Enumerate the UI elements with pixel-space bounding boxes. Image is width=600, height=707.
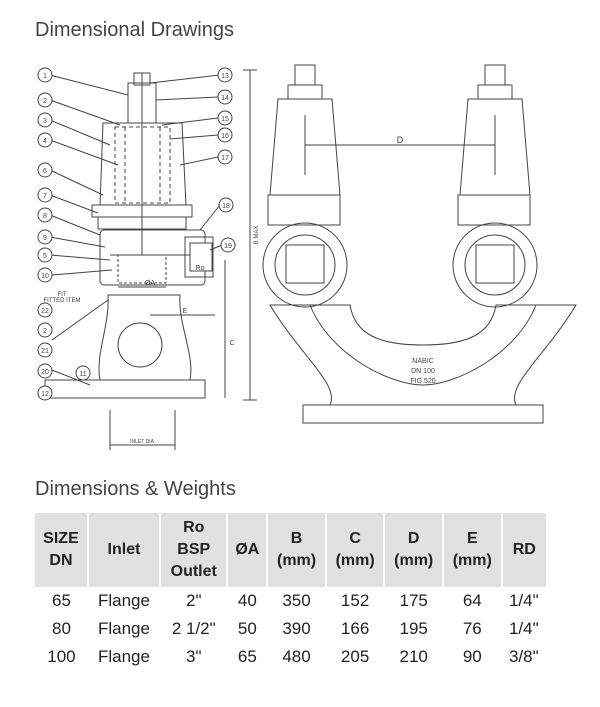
- callout-label: 12: [41, 391, 49, 398]
- table-cell: 90: [462, 647, 482, 666]
- dim-b-max-label: B MAX: [254, 226, 260, 245]
- callout-label: 21: [41, 348, 49, 355]
- callout-label: 3: [43, 118, 47, 125]
- table-cell: 40: [237, 591, 257, 610]
- callout-label: 15: [221, 116, 229, 123]
- callout-label: 2: [43, 328, 47, 335]
- table-cell: 210: [399, 647, 428, 666]
- callout-label: 16: [221, 133, 229, 140]
- table-cell: 205: [340, 647, 370, 666]
- callout-label: 14: [221, 95, 229, 102]
- section-heading-weights: Dimensions & Weights: [35, 478, 236, 500]
- callout-label: 19: [224, 243, 232, 250]
- table-cell: 50: [237, 619, 257, 638]
- callout-label: 1: [43, 73, 47, 80]
- table-cell: 390: [282, 619, 311, 638]
- table-cell: Flange: [97, 591, 150, 610]
- callout-label: 9: [43, 235, 47, 242]
- dimensions-table: SIZE DN Inlet Ro BSP Outlet ØA B (mm) C …: [35, 513, 546, 671]
- callout-label: 4: [43, 138, 47, 145]
- table-header-row: SIZE DN Inlet Ro BSP Outlet ØA B (mm) C …: [35, 513, 546, 587]
- col-c: C (mm): [325, 513, 386, 587]
- table-cell: 2 1/2": [171, 619, 216, 638]
- table-row: 80 Flange 2 1/2" 50 390 166 195 76 1/4": [35, 615, 546, 643]
- callout-label: 20: [41, 369, 49, 376]
- table-cell: 65: [52, 591, 71, 610]
- col-b: B (mm): [267, 513, 327, 587]
- front-elevation: [262, 64, 577, 424]
- callout-label: 6: [43, 168, 47, 175]
- table-cell: 2": [185, 591, 202, 610]
- col-size-dn: SIZE DN: [35, 513, 89, 587]
- table-row: 65 Flange 2" 40 350 152 175 64 1/4": [35, 587, 546, 615]
- inlet-dia-label: INLET DIA: [130, 439, 154, 445]
- col-e: E (mm): [442, 513, 503, 587]
- table-cell: 175: [399, 591, 428, 610]
- table-cell: 350: [282, 591, 311, 610]
- col-inlet: Inlet: [87, 513, 162, 587]
- dimensional-drawing: 1 2 3 4 6 7 8 9 5 10 22 2 21 20 12 13 14…: [0, 55, 600, 465]
- dim-e-label: E: [183, 308, 188, 315]
- table-cell: 152: [340, 591, 370, 610]
- callout-label: 13: [221, 73, 229, 80]
- nameplate-line-3: FIG.520: [410, 378, 435, 385]
- table-cell: 64: [462, 591, 482, 610]
- callout-label: 17: [221, 155, 229, 162]
- dim-a-label: ØA: [145, 280, 155, 287]
- callout-label: 5: [43, 253, 47, 260]
- callout-label: 18: [222, 203, 230, 210]
- callout-label: 10: [41, 273, 49, 280]
- table-cell: Flange: [97, 619, 150, 638]
- table-row: 100 Flange 3" 65 480 205 210 90 3/8": [35, 643, 546, 671]
- section-heading-drawings: Dimensional Drawings: [35, 19, 234, 41]
- table-cell: 1/4": [508, 619, 539, 638]
- table-cell: 3": [185, 647, 202, 666]
- fitted-item-label: FITTED ITEM: [44, 298, 81, 304]
- table-cell: 76: [462, 619, 482, 638]
- callout-label: 11: [79, 371, 86, 378]
- table-cell: Flange: [97, 647, 150, 666]
- table-cell: 1/4": [508, 591, 539, 610]
- callout-label: 8: [43, 213, 47, 220]
- callout-bubbles: [37, 67, 236, 401]
- col-dia-a: ØA: [227, 513, 269, 587]
- col-d: D (mm): [384, 513, 444, 587]
- table-cell: 3/8": [508, 647, 539, 666]
- callout-label: 22: [41, 308, 49, 315]
- dim-ro-label: Ro: [196, 265, 205, 272]
- table-cell: 100: [47, 647, 76, 666]
- dim-d-label: D: [397, 135, 404, 145]
- nameplate-line-1: NABIC: [412, 358, 433, 365]
- nameplate-line-2: DN 100: [411, 368, 435, 375]
- table-cell: 80: [52, 619, 71, 638]
- table-cell: 65: [237, 647, 257, 666]
- fitted-item-short: FIT: [58, 292, 67, 298]
- callout-label: 7: [43, 193, 47, 200]
- col-rd: RD: [501, 513, 546, 587]
- table-cell: 195: [399, 619, 428, 638]
- col-outlet: Ro BSP Outlet: [160, 513, 229, 587]
- sectional-view: [44, 69, 257, 450]
- dim-c-label: C: [229, 340, 234, 347]
- table-cell: 166: [340, 619, 370, 638]
- callout-label: 2: [43, 98, 47, 105]
- table-cell: 480: [282, 647, 311, 666]
